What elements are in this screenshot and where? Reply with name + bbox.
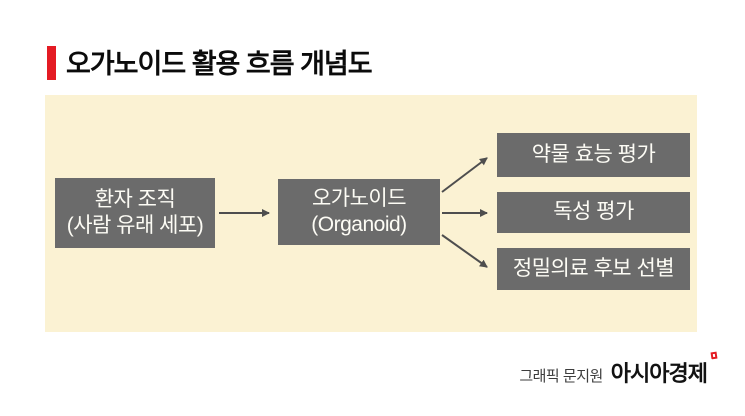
title-accent-bar	[47, 46, 56, 80]
page-title: 오가노이드 활용 흐름 개념도	[66, 49, 373, 79]
node-organoid-line2: (Organoid)	[311, 213, 407, 236]
brand-mark-icon	[710, 351, 718, 360]
node-toxicity: 독성 평가	[497, 192, 690, 233]
node-patient-tissue: 환자 조직 (사람 유래 세포)	[55, 178, 215, 248]
node-patient-tissue-line2: (사람 유래 세포)	[66, 214, 204, 237]
arrow-center-to-output-1	[441, 157, 488, 193]
node-drug-efficacy-label: 약물 효능 평가	[531, 142, 656, 166]
arrow-center-to-output-3	[441, 234, 488, 268]
node-toxicity-label: 독성 평가	[553, 200, 634, 224]
node-organoid-line1: 오가노이드	[311, 186, 407, 210]
node-organoid: 오가노이드 (Organoid)	[278, 179, 440, 245]
node-precision-medicine: 정밀의료 후보 선별	[497, 248, 690, 290]
node-drug-efficacy: 약물 효능 평가	[497, 133, 690, 177]
node-patient-tissue-line1: 환자 조직	[94, 187, 176, 211]
graphic-credit: 그래픽 문지원	[519, 368, 603, 385]
brand-name: 아시아경제	[610, 361, 708, 386]
diagram-panel: 환자 조직 (사람 유래 세포) 오가노이드 (Organoid) 약물 효능 …	[45, 95, 697, 332]
credit-line: 그래픽 문지원 아시아경제	[519, 351, 718, 388]
brand-logo: 아시아경제	[610, 351, 718, 388]
node-precision-medicine-label: 정밀의료 후보 선별	[512, 256, 675, 280]
